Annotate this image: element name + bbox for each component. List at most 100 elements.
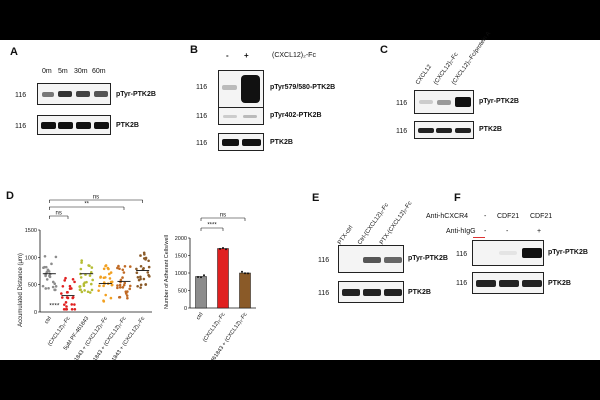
dot-point: [126, 296, 129, 300]
bar: [239, 272, 251, 309]
panel-a-blot-total: [37, 115, 111, 135]
panel-f-row2-val-3: +: [537, 228, 542, 235]
dot-point: [122, 283, 126, 287]
bar-y-tick-label: 2000: [175, 236, 187, 242]
dot-point: [64, 276, 67, 280]
dot-point: [116, 266, 119, 270]
dot-point: [80, 290, 84, 294]
panel-c-blot-ptyr-label: pTyr-PTK2B: [479, 98, 519, 105]
panel-d-label: D: [6, 190, 14, 202]
panel-f-row1-val-2: CDF21: [497, 213, 520, 220]
bar-x-tick-label: (CXCL12)₂-Fc: [202, 312, 227, 344]
dot-point: [110, 280, 114, 284]
dot-point: [128, 287, 132, 291]
panel-a-mw-1: 116: [15, 92, 27, 99]
dot-point: [89, 271, 93, 274]
panel-b-blot-ptyr579: [218, 70, 264, 108]
panel-a-label: A: [10, 46, 18, 58]
dot-point: [68, 284, 72, 288]
dot-point: [61, 285, 65, 288]
panel-a-time-5m: 5m: [58, 68, 68, 75]
dot-point: [135, 267, 138, 271]
dot-point: [118, 286, 122, 289]
dot-point: [73, 280, 76, 284]
dot-point: [89, 282, 93, 286]
panel-b-blot-total-label: PTK2B: [270, 139, 293, 146]
dot-point: [121, 286, 125, 289]
dot-point: [128, 284, 132, 288]
bar-replicate-dot: [222, 247, 224, 250]
dot-point: [102, 284, 105, 288]
dot-point: [64, 301, 68, 304]
dot-point: [102, 300, 106, 303]
dot-point: [88, 291, 92, 294]
dot-point: [60, 296, 64, 299]
panel-a-blot-ptyr: [37, 83, 111, 105]
panel-b-minus: -: [226, 51, 229, 60]
dot-point: [136, 276, 140, 279]
dot-point: [71, 295, 75, 299]
dot-point: [63, 303, 66, 306]
dot-point: [80, 261, 83, 264]
dot-point: [65, 305, 68, 308]
panel-c-label: C: [380, 44, 388, 56]
bar: [195, 276, 207, 309]
dot-point: [70, 287, 73, 290]
panel-f-row2-val-1: -: [484, 228, 487, 235]
panel-f-row2-val-2: -: [506, 228, 509, 235]
dot-point: [98, 284, 101, 288]
panel-f-blot-ptyr-label: pTyr-PTK2B: [548, 249, 588, 256]
panel-f-row1-label: Anti-hCXCR4: [426, 213, 469, 220]
panel-a-blot-total-label: PTK2B: [116, 122, 139, 129]
dot-point: [119, 278, 123, 282]
dot-point: [147, 265, 151, 269]
figure-page: A 0m 5m 30m 60m 116 pTyr-PTK2B 116 PTK2B…: [0, 31, 600, 360]
dot-point: [121, 276, 124, 279]
dot-point: [123, 281, 127, 285]
dot-point: [47, 286, 50, 290]
panel-f-blot-total: [472, 272, 544, 294]
dot-point: [87, 264, 90, 267]
dot-point: [118, 267, 121, 271]
bar-replicate-dot: [244, 272, 246, 275]
panel-e-lane-ptx-ctrl: PTX-ctrl: [337, 224, 355, 246]
dot-point: [108, 277, 112, 280]
dot-point: [88, 274, 92, 277]
panel-b-blot-ptyr402-label: pTyr402-PTK2B: [270, 112, 322, 119]
dot-point: [142, 251, 146, 255]
dot-y-axis-label: Accumulated Distance (μm): [18, 253, 24, 327]
dot-point: [139, 275, 142, 279]
dot-point: [71, 277, 75, 281]
panel-f-label: F: [454, 192, 461, 204]
panel-b-plus: +: [244, 51, 249, 60]
dot-point: [139, 254, 142, 257]
dot-point: [90, 266, 94, 269]
dot-point: [51, 285, 55, 289]
panel-b-blot-total: [218, 133, 264, 151]
dot-point: [139, 286, 142, 289]
panel-a-mw-2: 116: [15, 123, 27, 130]
dot-point: [102, 267, 106, 271]
panel-c-blot-ptyr: [414, 90, 474, 114]
dot-point: [128, 265, 132, 268]
dot-point: [79, 276, 83, 279]
dot-x-tick-label: ctrl: [44, 316, 53, 325]
panel-f-mw-1: 116: [456, 251, 468, 258]
dot-point: [73, 307, 77, 311]
panel-f-row1-val-1: -: [484, 213, 487, 220]
dot-point: [78, 285, 81, 288]
panel-e-blot-ptyr-label: pTyr-PTK2B: [408, 255, 448, 262]
bar-replicate-dot: [197, 275, 199, 278]
panel-b-blot-ptyr402: [218, 107, 264, 125]
dot-point: [124, 290, 128, 294]
dot-point: [50, 262, 53, 266]
dot-point: [80, 259, 84, 262]
dot-point: [83, 289, 86, 292]
panel-c-blot-total: [414, 121, 474, 139]
bar-y-tick-label: 1000: [175, 271, 187, 277]
dot-point: [83, 281, 86, 284]
bar: [217, 248, 229, 309]
panel-a-time-30m: 30m: [74, 68, 88, 75]
dot-sig-label: ****: [49, 303, 60, 310]
dot-point: [107, 272, 111, 276]
